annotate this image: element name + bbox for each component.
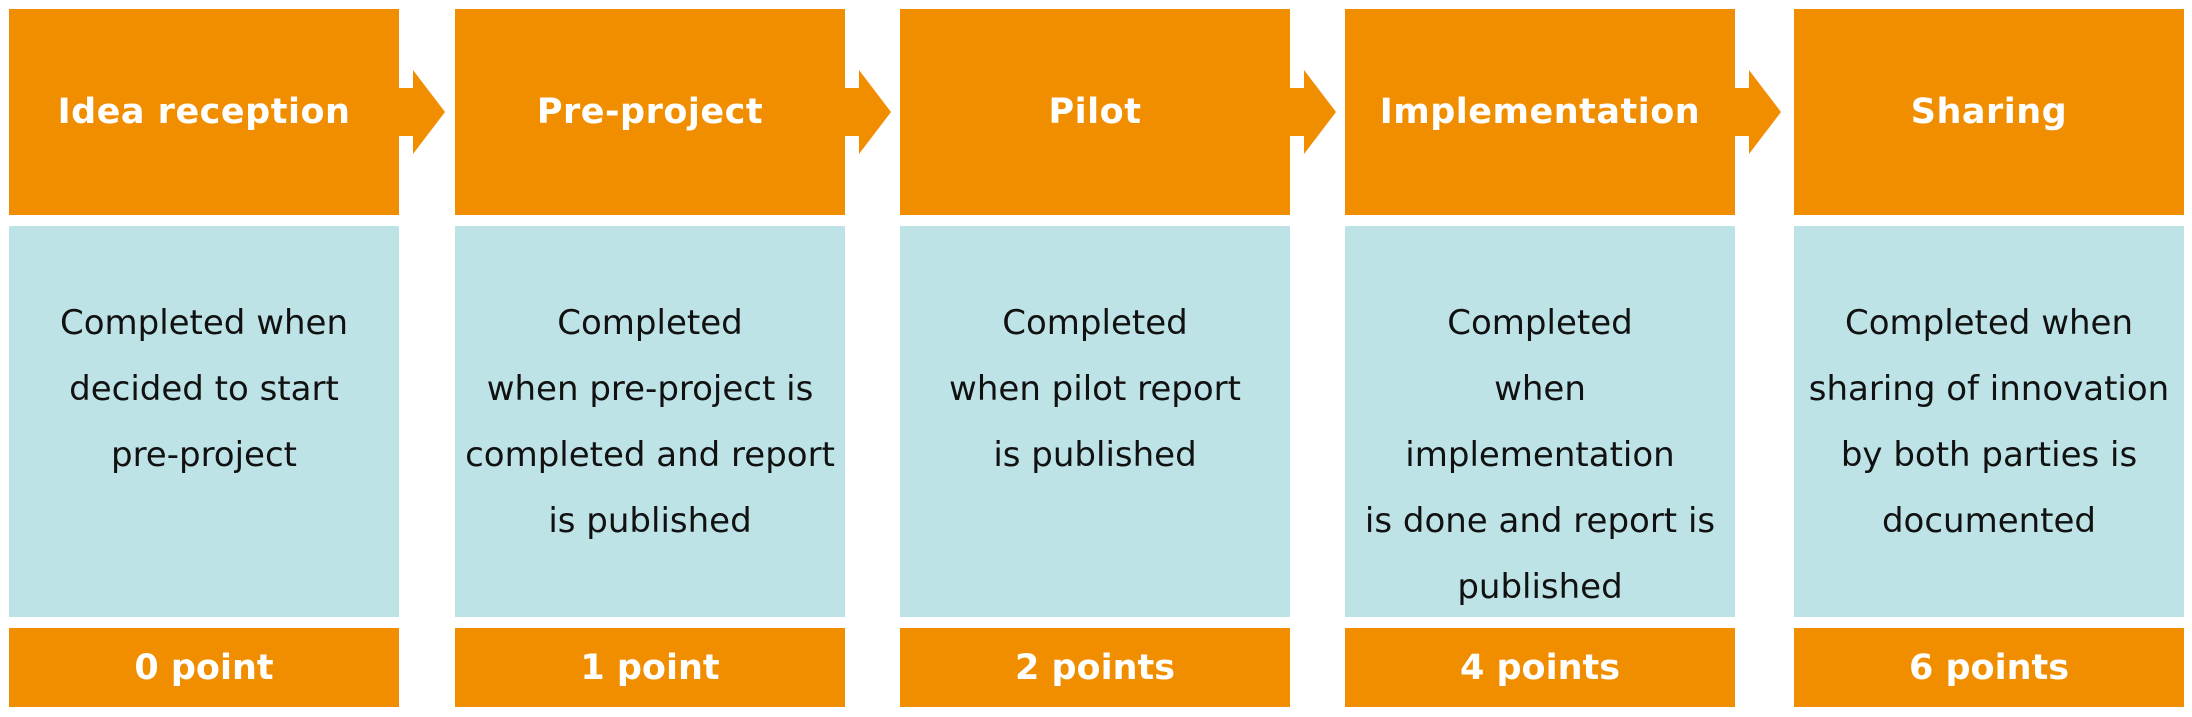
stage-points-box: 0 point [9, 628, 399, 707]
stage-description-line: documented [1881, 501, 2097, 541]
stage-points: 6 points [1908, 647, 2070, 688]
arrow-right-icon [399, 70, 445, 154]
stage-description-line: decided to start [69, 369, 339, 409]
stage-description-box: Completed when pilot report is published [900, 226, 1290, 617]
stage-description-box: Completed when implementation is done and … [1345, 226, 1735, 617]
stage-description-line: sharing of innovation [1808, 369, 2170, 409]
stage-description-line: Completed [1002, 303, 1188, 343]
stage-points-box: 1 point [455, 628, 845, 707]
stage-description-line: is published [548, 501, 752, 541]
arrow-right-icon [1735, 70, 1781, 154]
stage-points: 0 point [134, 647, 274, 688]
stage-points-box: 6 points [1794, 628, 2184, 707]
stage-title: Idea reception [57, 92, 351, 132]
stage-description-line: Completed when [59, 303, 349, 343]
stage-header: Sharing [1794, 9, 2184, 215]
stage-points-box: 2 points [900, 628, 1290, 707]
stage-description-line: by both parties is [1840, 435, 2138, 475]
stage-description-line: pre-project [110, 435, 297, 475]
stage-header: Pre-project [455, 9, 845, 215]
stage-description-line: is published [993, 435, 1197, 475]
stage-points: 2 points [1014, 647, 1176, 688]
stage-description-box: Completed when sharing of innovation by bo… [1794, 226, 2184, 617]
stage-description-box: Completed when decided to start pre-projec… [9, 226, 399, 617]
stage-description-line: when pilot report [949, 369, 1241, 409]
stage-title: Sharing [1910, 92, 2068, 132]
stage-description-line: when implementation [1405, 369, 1675, 475]
stage-description-line: Completed [557, 303, 743, 343]
stage-points: 4 points [1459, 647, 1621, 688]
stage-title: Pilot [1048, 92, 1142, 132]
stage-description-line: Completed [1447, 303, 1633, 343]
stage-header: Implementation [1345, 9, 1735, 215]
stage-points-box: 4 points [1345, 628, 1735, 707]
stage-points: 1 point [580, 647, 720, 688]
stage-description-line: Completed when [1844, 303, 2134, 343]
stage-header: Pilot [900, 9, 1290, 215]
stage-title: Implementation [1379, 92, 1701, 132]
stage-header: Idea reception [9, 9, 399, 215]
arrow-right-icon [845, 70, 891, 154]
stage-description-line: when pre-project is [486, 369, 814, 409]
stage-description-box: Completed when pre-project is completed an… [455, 226, 845, 617]
arrow-right-icon [1290, 70, 1336, 154]
stage-description-line: completed and report [465, 435, 835, 475]
stage-description-line: is done and report is [1364, 501, 1716, 541]
stage-title: Pre-project [536, 92, 764, 132]
stage-description-line: published [1457, 567, 1623, 607]
